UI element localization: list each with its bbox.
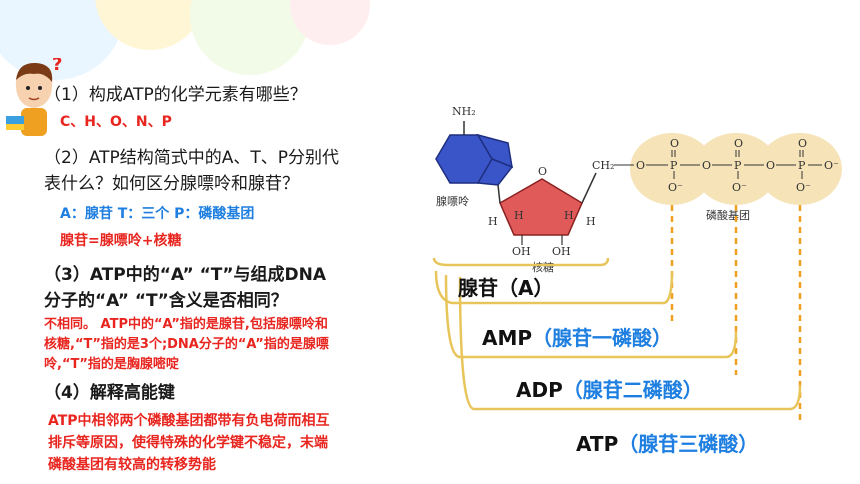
h-label-1: H — [488, 215, 498, 228]
ribose-sugar: O H H H H OH OH 核糖 CH₂ — [488, 159, 614, 274]
amp-name: （腺苷一磷酸） — [532, 326, 673, 350]
o-minus-2: O⁻ — [732, 181, 747, 194]
answer-3-line3: 呤,“T”指的是胸腺嘧啶 — [44, 357, 179, 372]
adp-abbr: ADP — [516, 378, 563, 402]
h-label-4: H — [564, 209, 574, 222]
answer-3-line1: 不相同。 ATP中的“A”指的是腺苷,包括腺嘌呤和 — [44, 317, 328, 332]
answer-2-line1: A：腺苷 T：三个 P：磷酸基团 — [60, 206, 255, 222]
o-minus-3: O⁻ — [796, 181, 811, 194]
o-minus-1: O⁻ — [668, 181, 683, 194]
phosphate-group-label: 磷酸基团 — [706, 208, 750, 222]
answer-4-line2: 排斥等原因，使得特殊的化学键不稳定，末端 — [48, 435, 328, 451]
o-top-3: O — [798, 137, 807, 150]
o-top-2: O — [734, 137, 743, 150]
question-4: （4）解释高能键 — [44, 383, 175, 403]
label-atp: ATP（腺苷三磷酸） — [576, 428, 758, 457]
adenine-label: 腺嘌呤 — [436, 194, 469, 208]
bracket-adp — [444, 274, 738, 359]
question-2-line2: 表什么？如何区分腺嘌呤和腺苷？ — [44, 174, 299, 194]
decor-blob-pink — [290, 0, 370, 45]
phosphate-groups: O P O P O P O⁻ O O O O⁻ O⁻ O⁻ 磷酸基团 — [614, 133, 842, 222]
decor-blob-green — [190, 0, 310, 75]
answer-4-line3: 磷酸基团有较高的转移势能 — [48, 457, 216, 473]
label-amp: AMP（腺苷一磷酸） — [482, 322, 672, 351]
o-link-2: O — [702, 159, 711, 172]
oh-label-1: OH — [512, 245, 531, 258]
bracket-atp — [458, 276, 802, 411]
label-adp: ADP（腺苷二磷酸） — [516, 374, 703, 403]
thinking-boy-icon: ? — [6, 58, 62, 136]
p-3: P — [798, 159, 806, 172]
question-3-line1: （3）ATP中的“A” “T”与组成DNA — [44, 265, 327, 285]
ribose-o-label: O — [538, 165, 547, 178]
question-3-line2: 分子的“A” “T”含义是否相同？ — [44, 291, 288, 311]
ch2-label: CH₂ — [592, 159, 614, 172]
amp-abbr: AMP — [482, 326, 533, 350]
bracket-adenosine — [432, 257, 610, 267]
bracket-amp — [434, 270, 674, 305]
decor-blob-yellow — [95, 0, 205, 50]
phosphate-2 — [694, 133, 778, 205]
atp-abbr: ATP — [576, 432, 619, 456]
answer-1: C、H、O、N、P — [60, 114, 172, 130]
o-top-1: O — [670, 137, 679, 150]
o-minus-right: O⁻ — [824, 159, 839, 172]
atp-name: （腺苷三磷酸） — [618, 432, 759, 456]
answer-3-line2: 核糖,“T”指的是3个;DNA分子的“A”指的是腺嘌 — [44, 337, 329, 352]
o-link-3: O — [766, 159, 775, 172]
p-2: P — [734, 159, 742, 172]
oh-label-2: OH — [552, 245, 571, 258]
o-link-1: O — [636, 159, 645, 172]
decor-blob-blue — [0, 0, 125, 80]
svg-text:?: ? — [52, 58, 62, 75]
p-1: P — [670, 159, 678, 172]
h-label-3: H — [514, 209, 524, 222]
label-adenosine: 腺苷（A） — [458, 276, 554, 300]
question-2-line1: （2）ATP结构简式中的A、T、P分别代 — [44, 148, 340, 168]
phosphate-1 — [630, 133, 714, 205]
h-label-2: H — [586, 215, 596, 228]
ribose-label: 核糖 — [532, 260, 554, 274]
nh2-label: NH₂ — [452, 105, 476, 118]
adp-name: （腺苷二磷酸） — [562, 378, 703, 402]
atp-structure-diagram: NH₂ 腺嘌呤 O H H H H OH OH 核糖 CH₂ O P O P O… — [432, 105, 842, 421]
answer-4-line1: ATP中相邻两个磷酸基团都带有负电荷而相互 — [48, 413, 330, 429]
phosphate-3 — [758, 133, 842, 205]
adenine-base: NH₂ 腺嘌呤 — [435, 105, 514, 208]
question-1: （1）构成ATP的化学元素有哪些？ — [44, 85, 307, 105]
answer-2-line2: 腺苷=腺嘌呤+核糖 — [60, 233, 182, 249]
